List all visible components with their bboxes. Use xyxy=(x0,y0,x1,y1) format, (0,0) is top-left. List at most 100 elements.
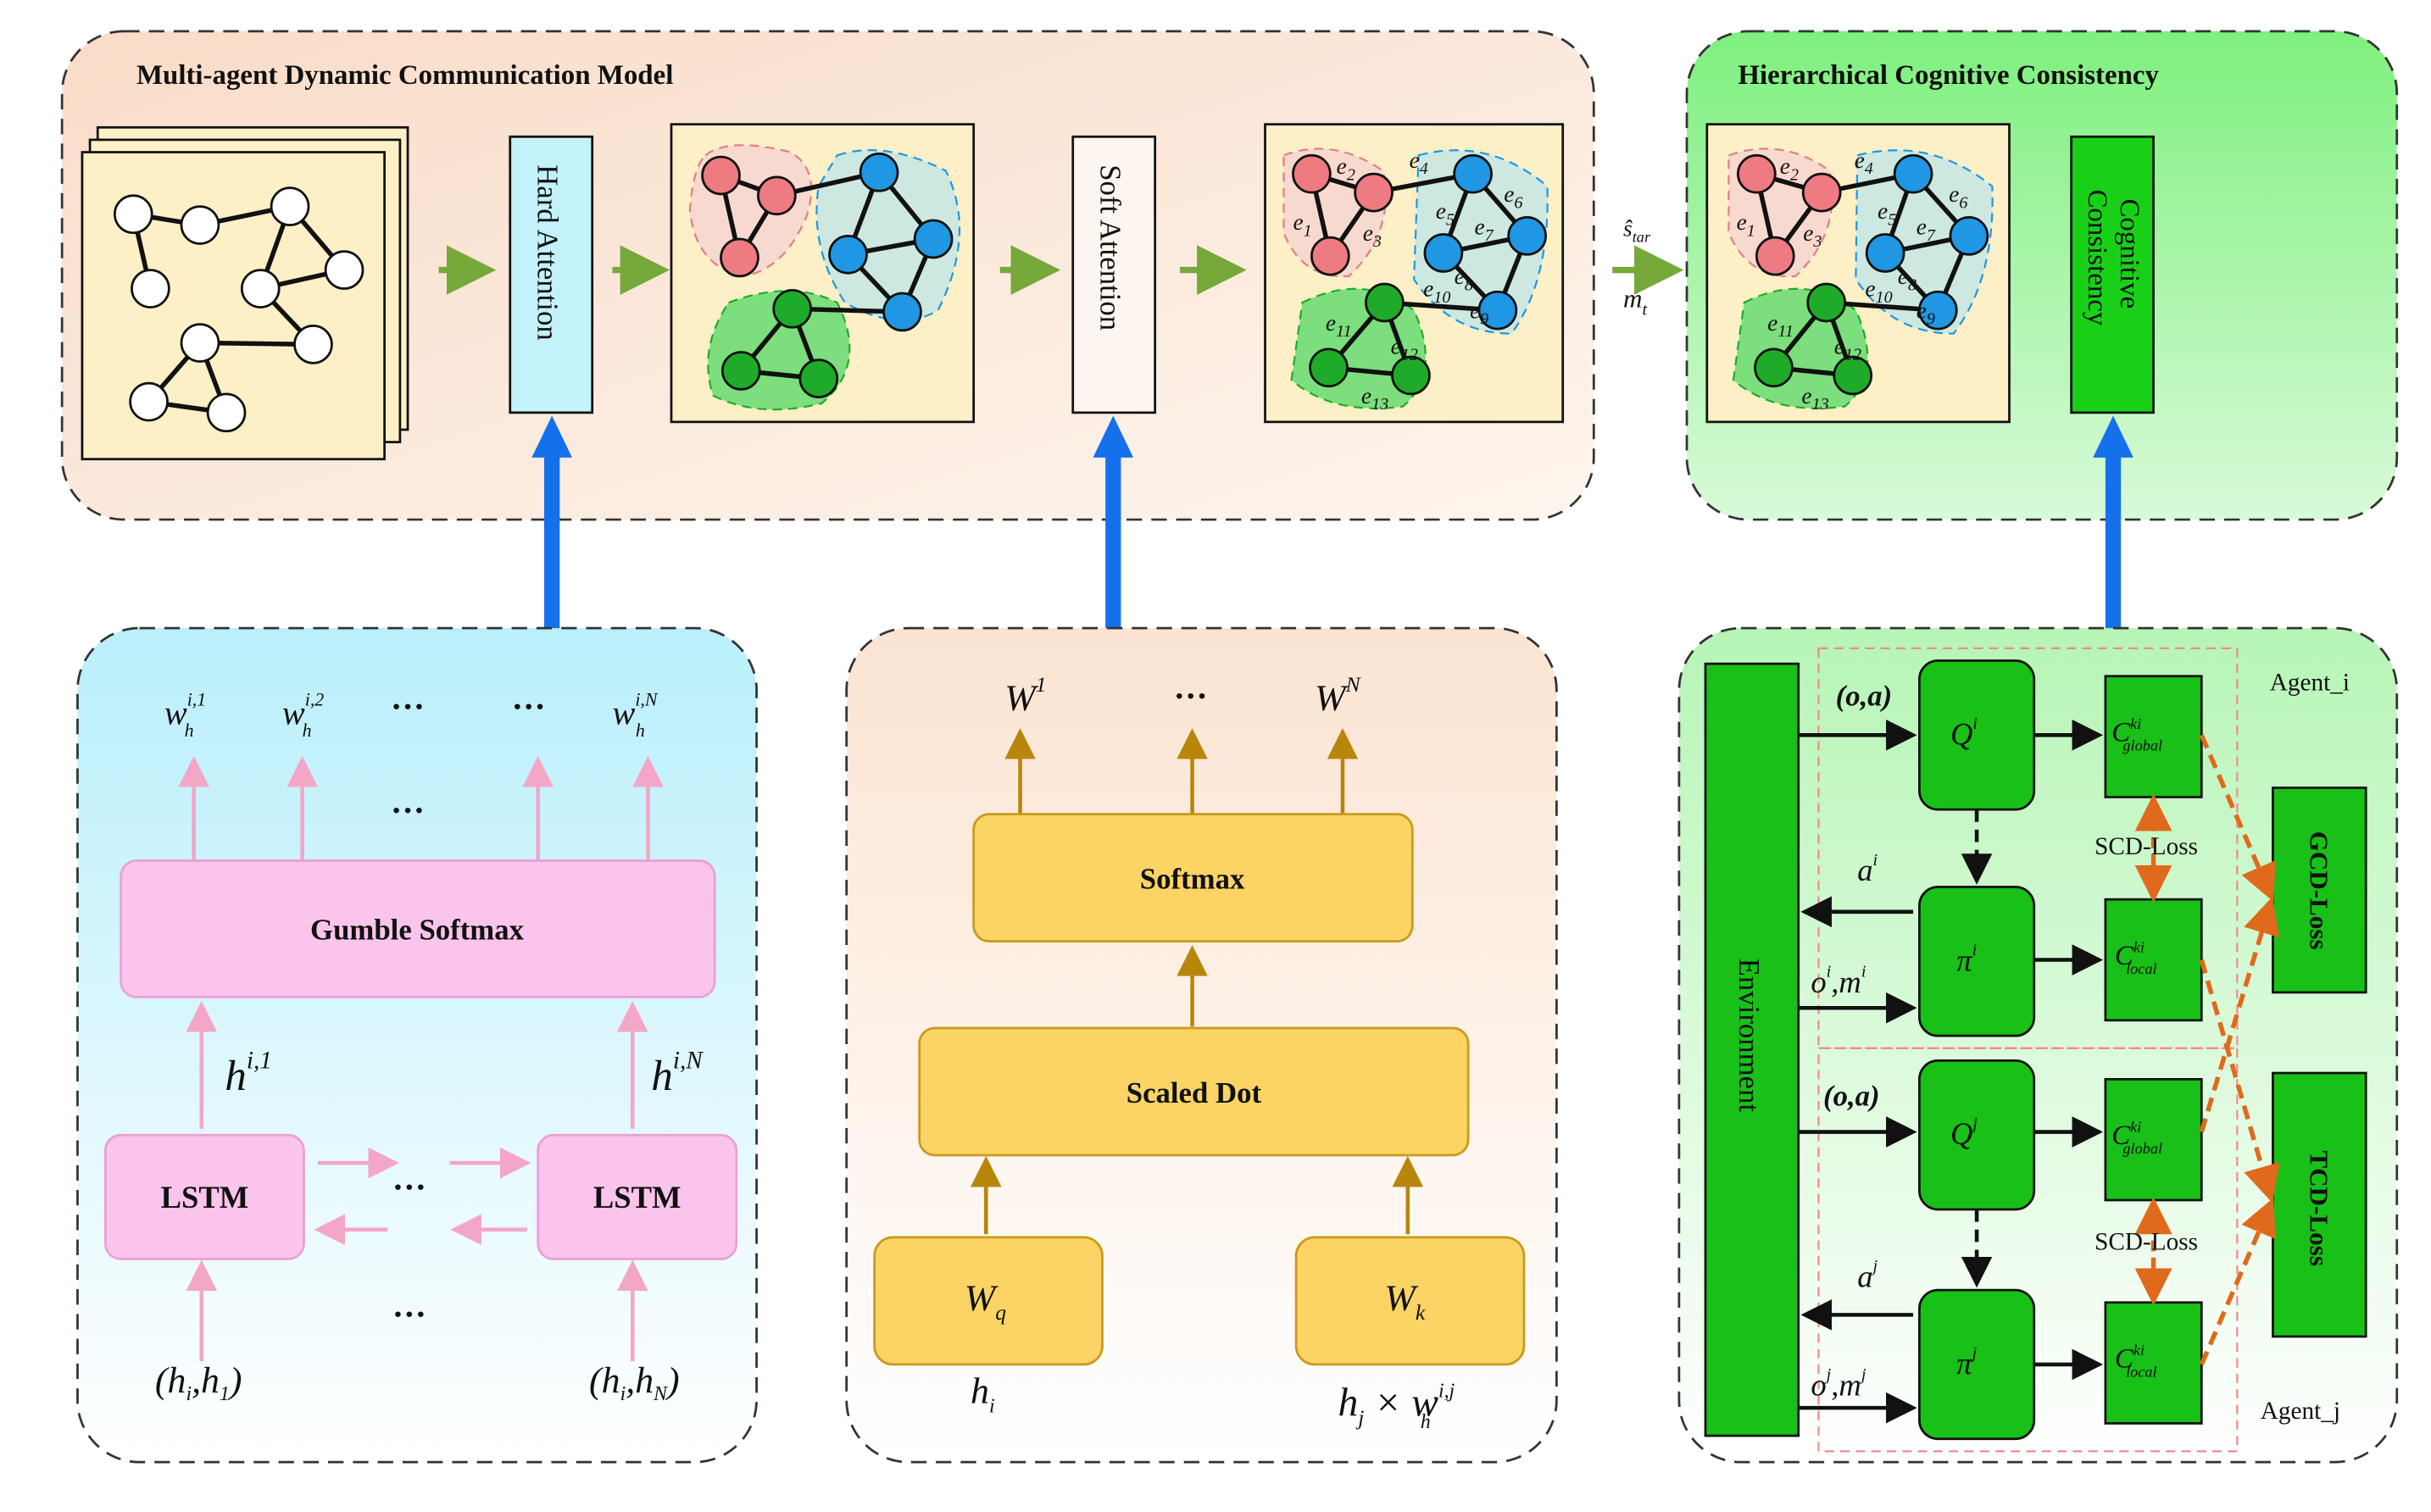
softmax-label: Softmax xyxy=(1140,862,1245,895)
comm-model-title: Multi-agent Dynamic Communication Model xyxy=(136,60,673,91)
edge-label-e3: e3 xyxy=(1803,220,1822,251)
om-i-label: oi,mi xyxy=(1811,963,1866,999)
edge-label-e8: e8 xyxy=(1898,264,1916,294)
q-j-box xyxy=(1918,1059,2036,1211)
oa-label-j: (o,a) xyxy=(1823,1079,1880,1112)
a-j-label: aj xyxy=(1857,1257,1877,1293)
edge-label-e12: e12 xyxy=(1834,333,1861,364)
edge-label-e10: e10 xyxy=(1865,276,1892,307)
edge-label-e2: e2 xyxy=(1337,153,1355,184)
edge-label-e1: e1 xyxy=(1737,209,1755,240)
environment-box xyxy=(1704,662,1800,1437)
oa-label-i: (o,a) xyxy=(1836,680,1893,713)
wq-label: Wq xyxy=(965,1278,1007,1325)
gumble-softmax-box xyxy=(120,859,716,998)
gumble-softmax-label: Gumble Softmax xyxy=(310,914,525,947)
edge-label-e6: e6 xyxy=(1504,181,1522,212)
hard-attention-label: Hard Attention xyxy=(531,164,565,341)
communication-model-panel: Multi-agent Dynamic Communication Model xyxy=(60,30,2075,521)
edge-label-e11: e11 xyxy=(1326,310,1352,341)
scd-loss-label-i: SCD-Loss xyxy=(2094,833,2198,860)
ellipsis-5: ··· xyxy=(392,1295,426,1333)
hier-title: Hierarchical Cognitive Consistency xyxy=(1738,60,2159,91)
ellipsis-2: ··· xyxy=(512,687,546,725)
edge-label-e10: e10 xyxy=(1423,276,1450,307)
edge-label-e9: e9 xyxy=(1916,297,1935,328)
edge-label-e4: e4 xyxy=(1410,147,1428,178)
edge-label-e1: e1 xyxy=(1293,209,1311,240)
soft-attention-label: Soft Attention xyxy=(1094,164,1127,331)
s-tar-label: ŝtar xyxy=(1623,215,1651,245)
c-global-j-box xyxy=(2104,1077,2203,1202)
cognitive-label-1: Cognitive xyxy=(2114,198,2145,309)
wq-box xyxy=(873,1236,1104,1366)
lstm-box-n xyxy=(537,1133,738,1260)
pi-j-box xyxy=(1918,1288,2036,1441)
w-out-n: WN xyxy=(1315,672,1362,719)
edge-label-e13: e13 xyxy=(1361,383,1388,414)
gcd-loss-label: GCD-Loss xyxy=(2304,831,2334,950)
scd-loss-label-j: SCD-Loss xyxy=(2094,1229,2198,1256)
hidden-1: hi,1 xyxy=(225,1048,272,1101)
q-i-label: Qi xyxy=(1950,714,1978,751)
hard-attention-box xyxy=(509,135,594,414)
softmax-box xyxy=(972,813,1414,942)
lstm-box-1 xyxy=(104,1133,305,1260)
q-i-box xyxy=(1918,659,2036,811)
edge-label-e4: e4 xyxy=(1855,147,1873,178)
environment-label: Environment xyxy=(1733,959,1766,1113)
lstm-label-1: LSTM xyxy=(161,1180,249,1215)
edge-label-e11: e11 xyxy=(1767,310,1794,341)
edge-label-e7: e7 xyxy=(1474,214,1494,245)
soft-attention-box xyxy=(1071,135,1157,414)
tcd-loss-label: TCD-Loss xyxy=(2304,1151,2334,1266)
edge-label-e12: e12 xyxy=(1391,333,1418,364)
ellipsis-1: ··· xyxy=(391,687,425,725)
agent-i-label: Agent_i xyxy=(2270,669,2350,696)
pi-i-label: πi xyxy=(1956,941,1977,977)
blue-up-arrows xyxy=(531,415,2133,631)
agent-j-label: Agent_j xyxy=(2261,1398,2340,1425)
hierarchical-panel: Hierarchical Cognitive Consistency e1 e2 e… xyxy=(1685,30,2399,521)
a-i-label: ai xyxy=(1857,851,1877,887)
clustered-graph xyxy=(670,123,976,424)
edge-label-e5: e5 xyxy=(1877,198,1896,229)
cognitive-consistency-box xyxy=(2070,135,2155,414)
gcd-loss-box xyxy=(2272,787,2367,994)
edge-label-e6: e6 xyxy=(1949,181,1967,212)
wk-label: Wk xyxy=(1384,1278,1426,1325)
c-local-j-box xyxy=(2104,1301,2203,1425)
edge-label-e9: e9 xyxy=(1470,297,1488,328)
pi-j-label: πj xyxy=(1956,1344,1977,1381)
pi-i-box xyxy=(1918,886,2036,1037)
c-global-i-box xyxy=(2104,675,2203,798)
wk-box xyxy=(1294,1236,1526,1366)
m-t-label: mt xyxy=(1623,283,1647,319)
edge-label-e13: e13 xyxy=(1801,383,1828,414)
input-1: (hi,h1) xyxy=(155,1360,242,1405)
input-n: (hi,hN) xyxy=(589,1360,680,1405)
lstm-label-n: LSTM xyxy=(593,1180,681,1215)
cognitive-label-2: Consistency xyxy=(2082,189,2112,325)
edge-label-e2: e2 xyxy=(1780,153,1799,184)
agent-j-region xyxy=(1817,1047,2239,1453)
hidden-n: hi,N xyxy=(651,1048,704,1101)
ellipsis-3: ··· xyxy=(391,792,425,830)
tcd-loss-box xyxy=(2272,1071,2367,1338)
edge-label-e8: e8 xyxy=(1455,264,1473,294)
ellipsis-4: ··· xyxy=(392,1168,426,1206)
edge-label-e5: e5 xyxy=(1436,198,1455,229)
